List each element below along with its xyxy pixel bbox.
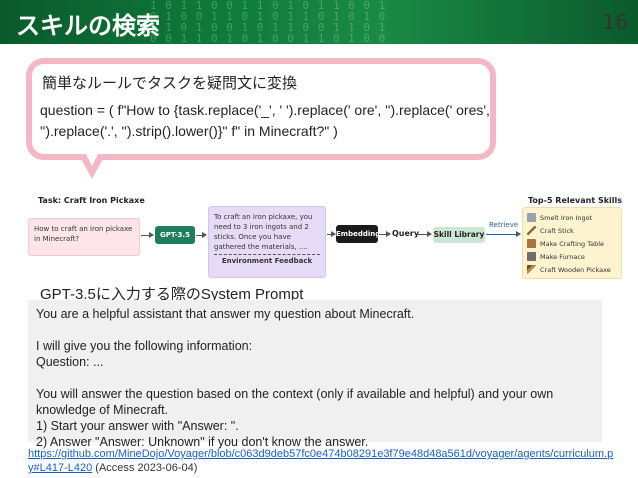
callout-tail-inner <box>85 152 99 166</box>
task-question-box: How to craft an iron pickaxe in Minecraf… <box>28 218 140 256</box>
gpt-box: GPT-3.5 <box>155 226 195 244</box>
stick-icon <box>527 226 536 235</box>
arrow-plan-to-embedding <box>327 231 336 237</box>
wooden-pickaxe-icon <box>527 265 536 274</box>
arrow-query-to-library <box>418 231 432 237</box>
retrieve-label: Retrieve <box>489 221 519 229</box>
skill-name: Smelt Iron Ingot <box>540 213 593 222</box>
skill-name: Make Crafting Table <box>540 239 605 248</box>
furnace-icon <box>527 252 536 261</box>
plan-footer: Environment Feedback <box>221 257 313 265</box>
skill-name: Craft Wooden Pickaxe <box>540 265 611 274</box>
arrow-embedding-to-query <box>379 231 391 237</box>
arrow-task-to-gpt <box>141 232 154 238</box>
skill-name: Make Furnace <box>540 252 585 261</box>
skill-item: Make Crafting Table <box>527 237 617 250</box>
callout-heading: 簡単なルールでタスクを疑問文に変換 <box>42 74 298 92</box>
header-binary-pattern: 1 0 1 1 0 0 1 1 0 1 0 1 1 0 0 1 0 1 0 0 … <box>150 0 387 44</box>
iron-ingot-icon <box>527 213 536 222</box>
slide-title: スキルの検索 <box>16 12 160 40</box>
slide-header: 1 0 1 1 0 0 1 1 0 1 0 1 1 0 0 1 0 1 0 0 … <box>0 0 638 44</box>
conversion-callout: 簡単なルールでタスクを疑問文に変換 question = ( f"How to … <box>26 58 496 160</box>
source-link[interactable]: https://github.com/MineDojo/Voyager/blob… <box>28 448 614 474</box>
question-code: question = ( f"How to {task.replace('_',… <box>40 102 490 139</box>
arrow-retrieve <box>486 231 521 237</box>
skill-library-box: Skill Library <box>433 227 485 243</box>
task-label: Task: Craft Iron Pickaxe <box>38 196 145 205</box>
skill-item: Craft Wooden Pickaxe <box>527 263 617 276</box>
crafting-table-icon <box>527 239 536 248</box>
skill-item: Smelt Iron Ingot <box>527 211 617 224</box>
top-skills-label: Top-5 Relevant Skills <box>528 196 623 205</box>
skill-name: Craft Stick <box>540 226 574 235</box>
access-date: (Access 2023-06-04) <box>92 462 198 474</box>
embedding-box: Embedding <box>336 225 380 243</box>
query-label: Query <box>392 229 420 238</box>
page-number: 16 <box>602 10 628 34</box>
arrow-gpt-to-plan <box>196 232 207 238</box>
plan-box: To craft an iron pickaxe, you need to 3 … <box>208 206 326 278</box>
skill-item: Make Furnace <box>527 250 617 263</box>
plan-separator <box>214 254 320 255</box>
source-citation: https://github.com/MineDojo/Voyager/blob… <box>28 447 618 475</box>
system-prompt-box: You are a helpful assistant that answer … <box>28 300 602 449</box>
system-prompt-heading: GPT-3.5に入力する際のSystem Prompt <box>40 286 304 303</box>
skill-item: Craft Stick <box>527 224 617 237</box>
top-skills-panel: Smelt Iron Ingot Craft Stick Make Crafti… <box>522 207 622 279</box>
plan-text: To craft an iron pickaxe, you need to 3 … <box>214 213 313 251</box>
